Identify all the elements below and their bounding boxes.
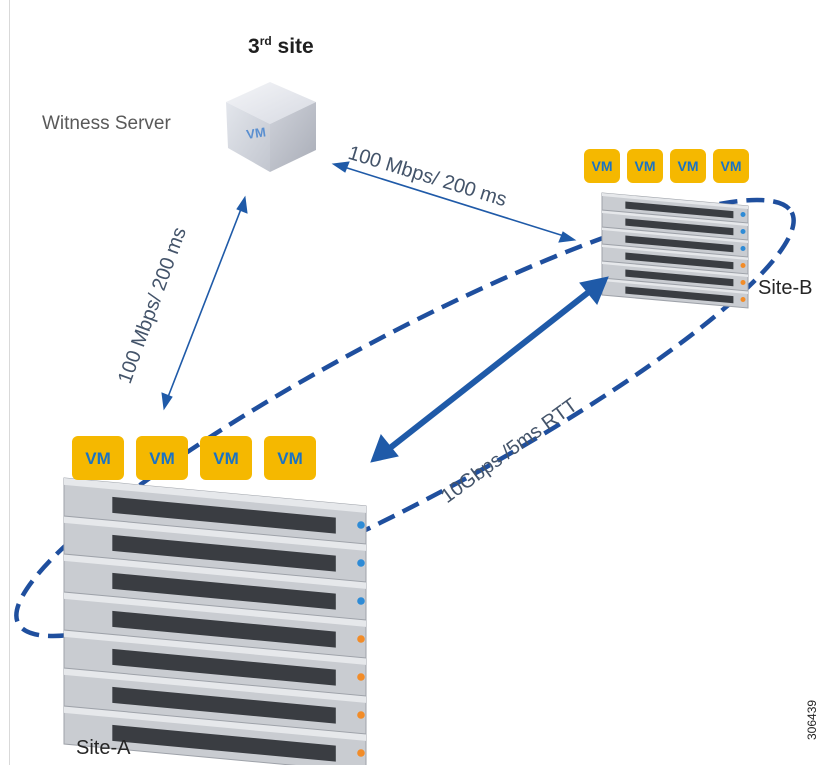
site-b-vm-label: VM (721, 158, 742, 174)
site-b-server-top-edge (602, 193, 748, 210)
site-a-server-status-light (357, 749, 365, 757)
site-a-server-status-light (357, 521, 365, 529)
site-b-server-status-light (740, 297, 746, 302)
left-margin-line (9, 0, 10, 765)
site-b-vm-badge (713, 149, 749, 183)
third-site-ordinal: rd (259, 34, 272, 48)
site-b-server-top-edge (602, 278, 748, 295)
site-b-server-top-edge (602, 261, 748, 278)
site-b-server-unit (601, 192, 749, 224)
site-a-server-unit (63, 629, 367, 697)
site-a-server-drive-bay (112, 610, 336, 648)
site-a-server-top-edge (64, 706, 366, 741)
witness-vm-text: VM (245, 124, 266, 142)
site-b-vm-label: VM (592, 158, 613, 174)
site-a-server-top-edge (64, 630, 366, 665)
site-b-server-drive-bay (625, 218, 734, 236)
site-a-server-status-light (357, 711, 365, 719)
site-b-server-top-edge (602, 244, 748, 261)
site-a-vm-badge (200, 436, 252, 480)
site-b-vm-label: VM (678, 158, 699, 174)
site-a-server-drive-bay (112, 686, 336, 724)
site-a-server-status-light (357, 635, 365, 643)
site-b-vm-badge (670, 149, 706, 183)
third-site-number: 3 (248, 35, 260, 58)
site-a-server-stack (63, 477, 367, 765)
site-a-server-unit (63, 705, 367, 765)
site-b-server-status-light (740, 246, 746, 251)
witness-server-label: Witness Server (42, 113, 171, 134)
site-b-server-top-edge (602, 210, 748, 227)
site-b-server-unit (601, 260, 749, 292)
site-a-server-status-light (357, 673, 365, 681)
site-b-server-drive-bay (625, 235, 734, 253)
site-b-server-drive-bay (625, 286, 734, 304)
site-a-label: Site-A (76, 737, 131, 759)
witness-to-site-a-arrow (161, 195, 248, 411)
site-a-server-top-edge (64, 478, 366, 513)
site-b-server-status-light (740, 263, 746, 268)
site-b-vm-group: VM VM VM VM (584, 149, 749, 183)
site-a-vm-label: VM (85, 449, 111, 468)
site-a-vm-label: VM (277, 449, 303, 468)
site-b-server-unit (601, 277, 749, 309)
site-a-server-top-edge (64, 592, 366, 627)
site-a-server-status-light (357, 559, 365, 567)
witness-to-site-b-arrow (331, 161, 577, 243)
site-a-server-drive-bay (112, 534, 336, 572)
site-a-vm-label: VM (213, 449, 239, 468)
site-b-vm-badge (627, 149, 663, 183)
site-b-server-status-light (740, 229, 746, 234)
site-a-server-top-edge (64, 554, 366, 589)
site-b-vm-label: VM (635, 158, 656, 174)
site-a-server-top-edge (64, 516, 366, 551)
site-a-server-unit (63, 667, 367, 735)
stretch-cluster-ellipse (14, 197, 796, 639)
site-a-server-drive-bay (112, 648, 336, 686)
site-a-vm-badge (264, 436, 316, 480)
site-a-server-drive-bay (112, 572, 336, 610)
site-b-server-status-light (740, 280, 746, 285)
site-a-vm-label: VM (149, 449, 175, 468)
third-site-title: 3rd site (248, 34, 314, 59)
figure-id: 306439 (805, 699, 819, 740)
site-b-label: Site-B (758, 277, 813, 299)
site-b-server-drive-bay (625, 201, 734, 219)
site-a-server-status-light (357, 597, 365, 605)
site-b-server-status-light (740, 212, 746, 217)
site-a-vm-group: VM VM VM VM (72, 436, 316, 480)
site-b-server-top-edge (602, 227, 748, 244)
site-b-server-drive-bay (625, 252, 734, 270)
site-a-vm-badge (136, 436, 188, 480)
site-a-to-site-b-arrow (370, 276, 609, 463)
site-a-server-drive-bay (112, 724, 336, 762)
third-site-word: site (271, 35, 314, 58)
site-a-server-drive-bay (112, 496, 336, 534)
site-a-vm-badge (72, 436, 124, 480)
site-b-vm-badge (584, 149, 620, 183)
site-b-server-drive-bay (625, 269, 734, 287)
site-b-server-unit (601, 209, 749, 241)
site-a-server-unit (63, 515, 367, 583)
site-b-server-unit (601, 243, 749, 275)
site-b-server-stack (601, 192, 749, 309)
site-a-server-unit (63, 553, 367, 621)
site-a-server-top-edge (64, 668, 366, 703)
witness-server-icon: VM (226, 82, 316, 172)
site-a-server-unit (63, 477, 367, 545)
